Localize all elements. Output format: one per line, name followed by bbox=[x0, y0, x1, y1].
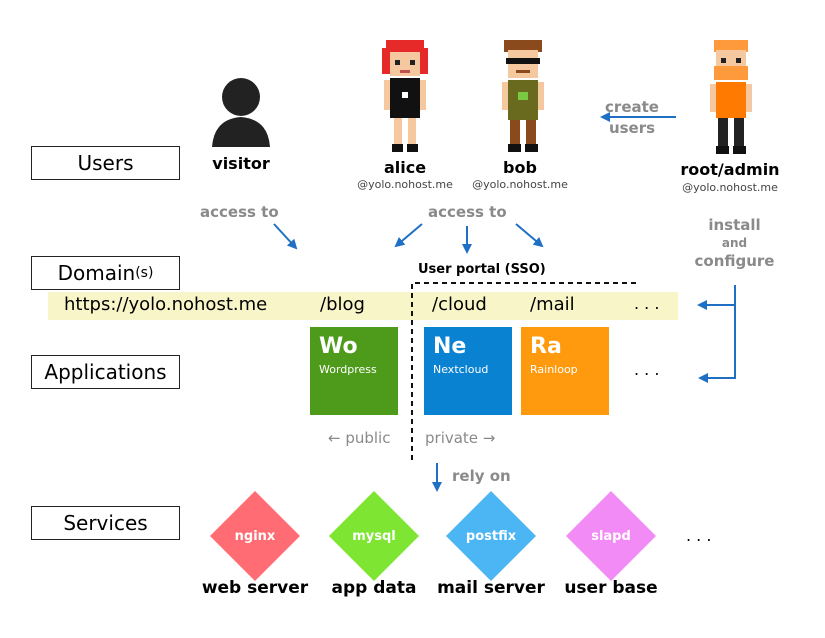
domain-url: https://yolo.nohost.me bbox=[64, 294, 268, 315]
app-tile-wordpress: Wo Wordpress bbox=[310, 327, 398, 415]
domain-url-bar bbox=[48, 292, 678, 320]
install-bracket-line bbox=[698, 285, 736, 383]
service-name: nginx bbox=[234, 528, 276, 544]
bob-access-right-arrow bbox=[515, 223, 544, 248]
app-abbr: Ne bbox=[433, 334, 467, 359]
service-nginx: nginx bbox=[210, 491, 300, 581]
and-text: and bbox=[721, 236, 748, 250]
service-name: slapd bbox=[591, 528, 631, 544]
create-line1: create bbox=[605, 98, 659, 116]
service-role: mail server bbox=[437, 578, 545, 598]
create-line2: users bbox=[608, 119, 656, 137]
visitor-silhouette-icon bbox=[212, 78, 270, 147]
apps-more: . . . bbox=[634, 360, 660, 379]
app-name: Rainloop bbox=[530, 363, 578, 376]
path-blog: /blog bbox=[320, 294, 365, 315]
admin-handle: @yolo.nohost.me bbox=[682, 181, 778, 194]
path-mail: /mail bbox=[530, 294, 575, 315]
service-postfix: postfix bbox=[446, 491, 536, 581]
services-label: Services bbox=[63, 511, 148, 535]
applications-box: Applications bbox=[31, 355, 180, 389]
service-slapd: slapd bbox=[566, 491, 656, 581]
service-role: user base bbox=[564, 578, 658, 598]
service-role: app data bbox=[331, 578, 417, 598]
install-text: install bbox=[708, 216, 761, 234]
path-more: . . . bbox=[634, 294, 660, 313]
private-label: private → bbox=[425, 429, 496, 447]
services-more: . . . bbox=[686, 526, 712, 545]
service-role: web server bbox=[201, 578, 309, 598]
app-tile-nextcloud: Ne Nextcloud bbox=[424, 327, 512, 415]
bob-name: bob bbox=[503, 158, 537, 177]
alice-handle: @yolo.nohost.me bbox=[357, 178, 453, 191]
configure-text: configure bbox=[694, 252, 775, 270]
rely-on-label: rely on bbox=[452, 467, 511, 485]
service-name: mysql bbox=[352, 528, 396, 544]
app-name: Nextcloud bbox=[433, 363, 489, 376]
users-label: Users bbox=[77, 151, 134, 175]
visitor-name: visitor bbox=[212, 154, 270, 173]
alice-avatar-icon bbox=[382, 40, 428, 152]
alice-access-arrow bbox=[394, 223, 423, 248]
users-box: Users bbox=[31, 146, 180, 180]
user-portal-boundary bbox=[411, 282, 637, 460]
user-portal-label: User portal (SSO) bbox=[418, 262, 546, 277]
service-name: postfix bbox=[465, 528, 517, 544]
alice-name: alice bbox=[383, 158, 427, 177]
create-users-label: create users bbox=[600, 97, 664, 139]
install-configure-label: install and configure bbox=[687, 216, 782, 270]
bob-avatar-icon bbox=[502, 40, 544, 152]
visitor-access-arrow bbox=[273, 223, 298, 250]
applications-label: Applications bbox=[44, 360, 167, 384]
admin-avatar-icon bbox=[710, 40, 752, 154]
domains-label: Domain bbox=[57, 261, 136, 285]
app-abbr: Wo bbox=[319, 334, 358, 359]
access-to-mid-label: access to bbox=[428, 203, 507, 221]
domains-box: Domain(s) bbox=[31, 256, 180, 290]
service-mysql: mysql bbox=[329, 491, 419, 581]
access-to-left-label: access to bbox=[200, 203, 279, 221]
admin-name: root/admin bbox=[680, 160, 780, 179]
app-tile-rainloop: Ra Rainloop bbox=[521, 327, 609, 415]
bob-handle: @yolo.nohost.me bbox=[472, 178, 568, 191]
public-label: ← public bbox=[328, 429, 391, 447]
domains-suffix: (s) bbox=[135, 265, 154, 281]
app-abbr: Ra bbox=[530, 334, 562, 359]
app-name: Wordpress bbox=[319, 363, 377, 376]
path-cloud: /cloud bbox=[432, 294, 487, 315]
services-box: Services bbox=[31, 506, 180, 540]
